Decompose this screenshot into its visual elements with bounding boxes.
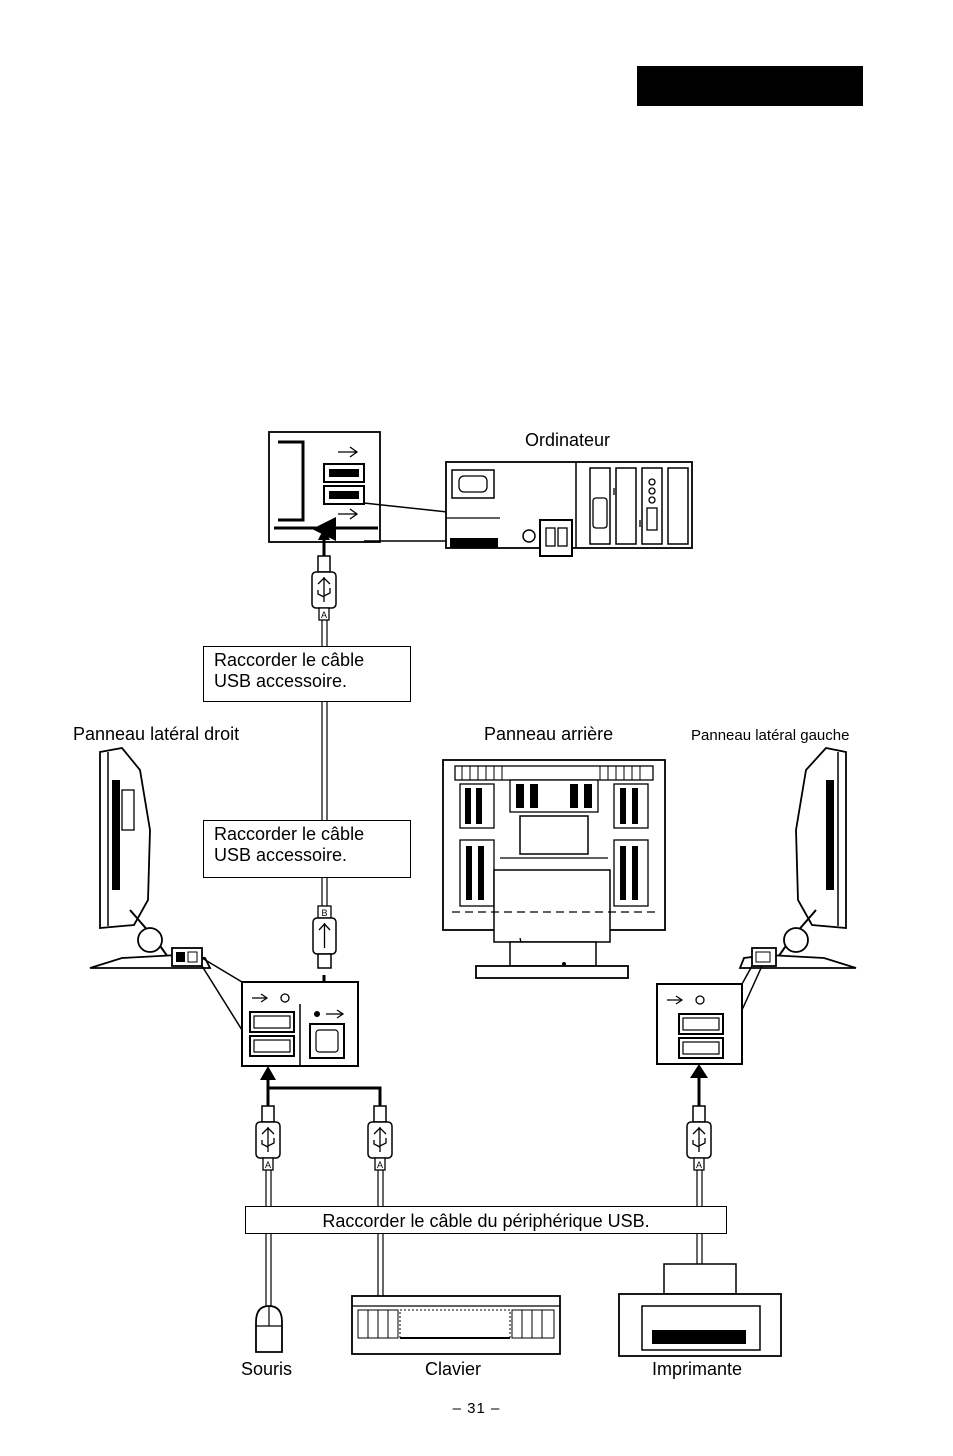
mouse-label: Souris <box>241 1359 292 1380</box>
right-side-panel-label: Panneau latéral droit <box>73 724 239 745</box>
monitor-left-side-view <box>740 748 856 968</box>
rear-panel-label: Panneau arrière <box>484 724 613 745</box>
keyboard <box>352 1296 560 1354</box>
printer <box>619 1264 781 1356</box>
instruction-connect-accessory-cable-2: Raccorder le câble USB accessoire. <box>203 820 411 878</box>
keyboard-label: Clavier <box>425 1359 481 1380</box>
computer-usb-port-closeup <box>269 432 380 542</box>
right-side-port-panel <box>242 982 358 1066</box>
svg-text:B: B <box>321 908 327 918</box>
monitor-rear-view <box>443 760 665 978</box>
usb-b-connector: B <box>313 906 336 968</box>
mouse <box>256 1306 282 1352</box>
computer-rear-view <box>446 462 692 556</box>
instruction-connect-device-cable: Raccorder le câble du périphérique USB. <box>245 1206 727 1234</box>
monitor-right-side-view <box>90 748 210 968</box>
instruction-connect-accessory-cable-1: Raccorder le câble USB accessoire. <box>203 646 411 702</box>
printer-label: Imprimante <box>652 1359 742 1380</box>
page-number: – 31 – <box>0 1400 953 1417</box>
computer-label: Ordinateur <box>525 430 610 451</box>
left-side-port-panel <box>657 984 742 1064</box>
left-side-panel-label: Panneau latéral gauche <box>691 727 849 744</box>
